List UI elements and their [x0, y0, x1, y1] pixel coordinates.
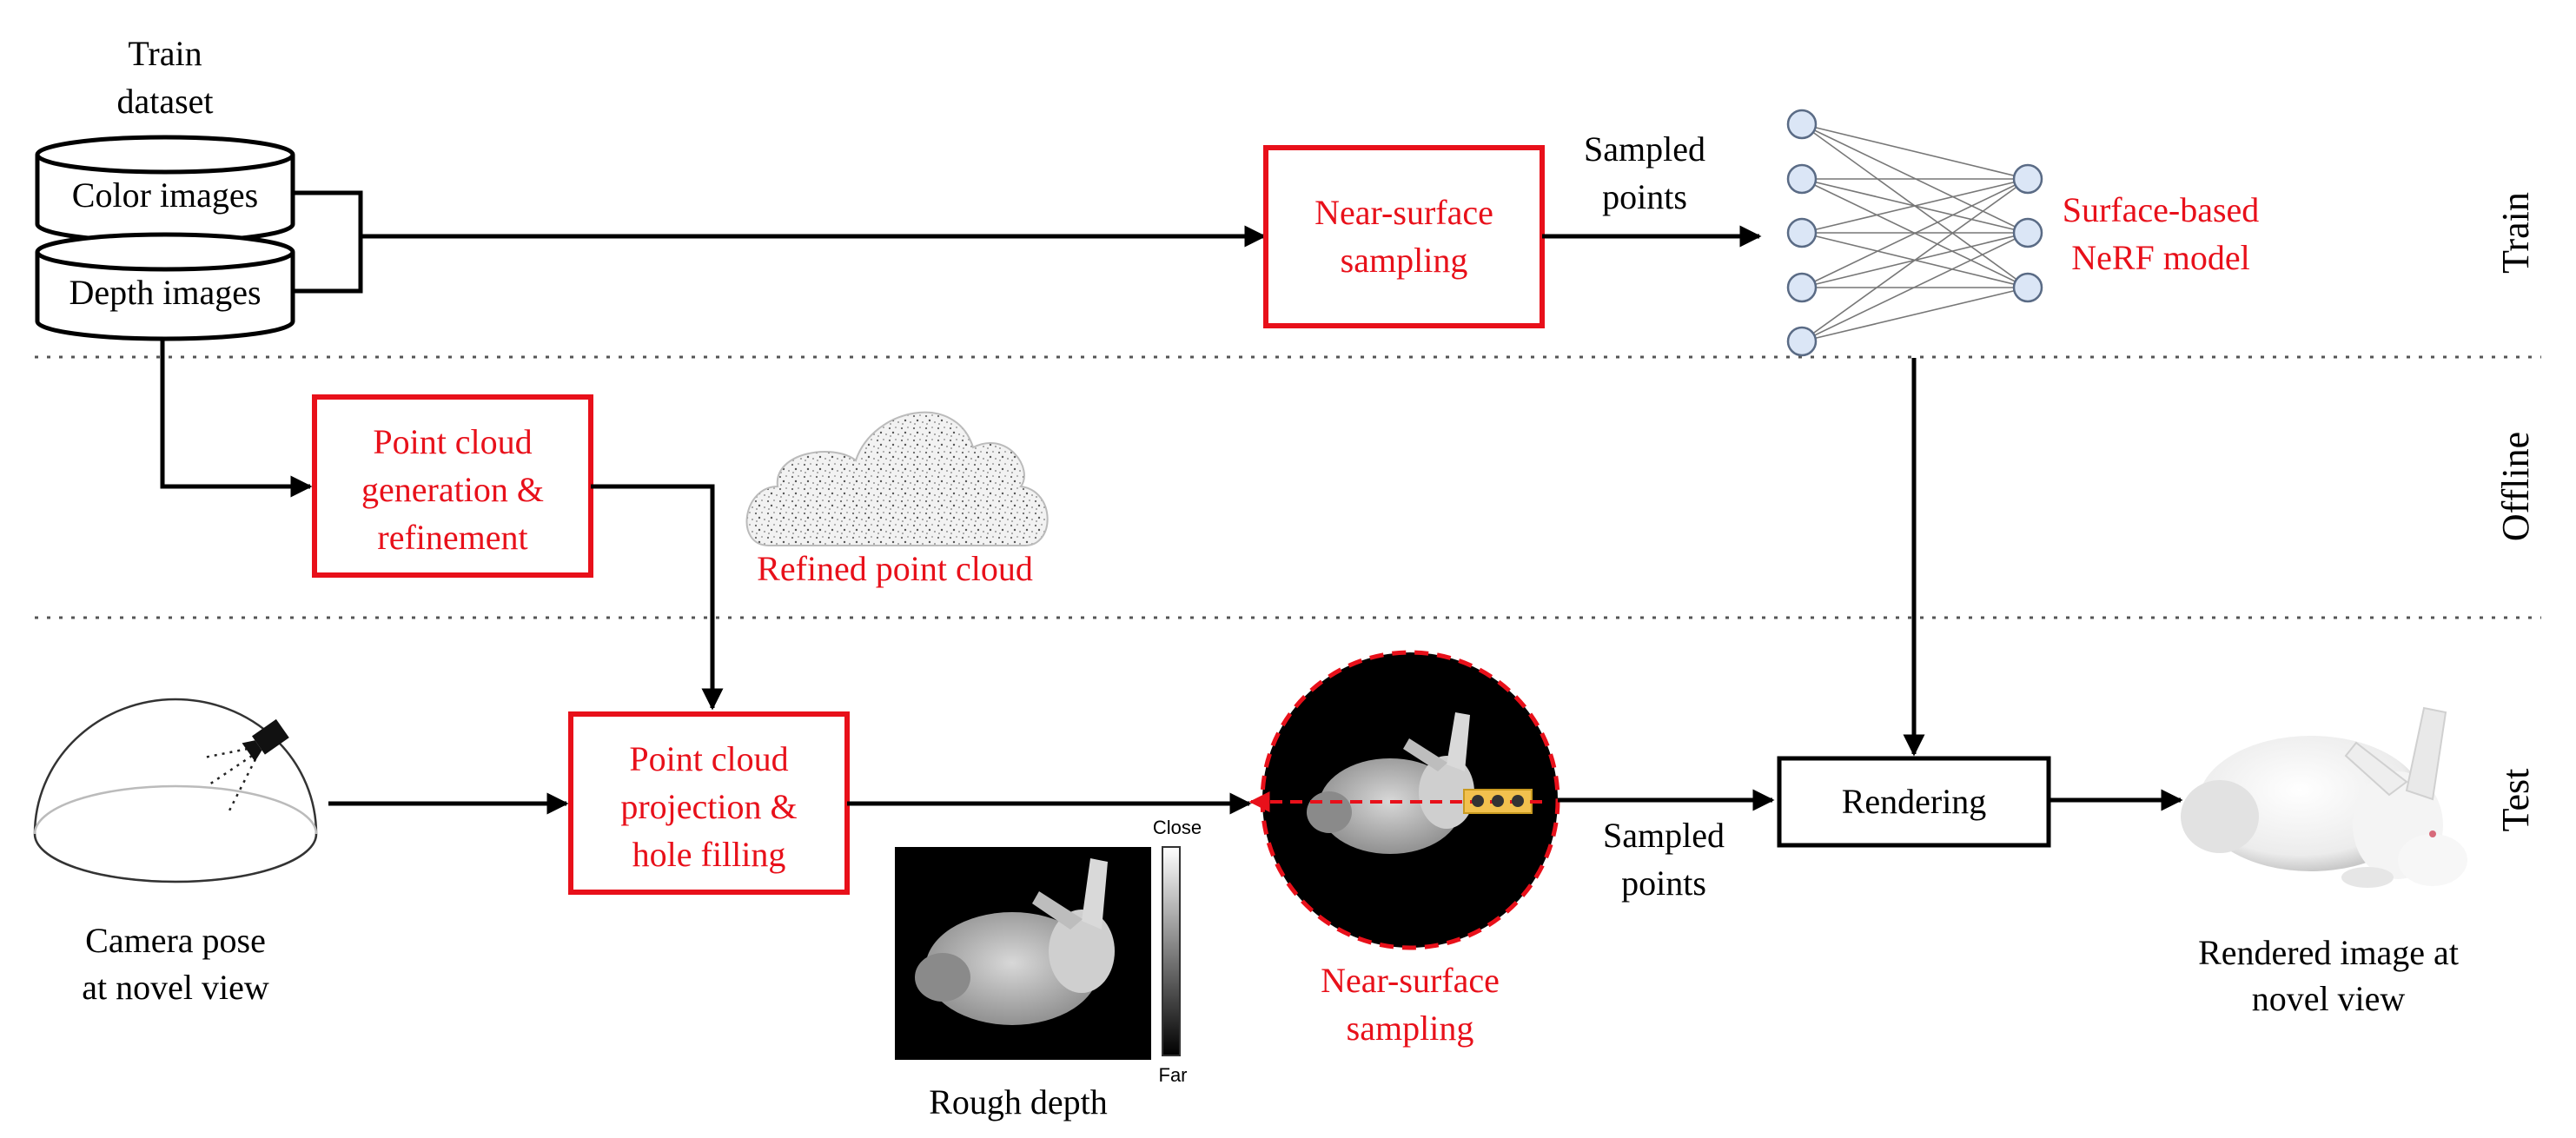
neural-network-icon	[1786, 109, 2043, 357]
nerf-model-line2: NeRF model	[2071, 238, 2250, 277]
test-sampling-line1: Near-surface	[1321, 961, 1500, 1000]
depth-images-database-icon	[35, 232, 295, 341]
arrow-depth-to-pc-generation	[160, 339, 313, 498]
pc-generation-line2: generation &	[361, 470, 544, 509]
refined-point-cloud-icon	[745, 411, 1049, 546]
rendering-box	[1777, 756, 2051, 848]
near-surface-sampling-circle	[1248, 650, 1560, 950]
dataset-bracket	[293, 190, 363, 294]
rendering-label: Rendering	[1842, 782, 1987, 821]
side-label-train: Train	[2494, 192, 2537, 274]
nerf-model-line1: Surface-based	[2063, 190, 2260, 229]
test-sampling-line2: sampling	[1347, 1009, 1474, 1048]
camera-pose-line2: at novel view	[82, 968, 269, 1007]
side-label-offline: Offline	[2494, 432, 2537, 541]
refined-point-cloud-label: Refined point cloud	[757, 549, 1033, 588]
train-sampled-points-line2: points	[1602, 177, 1687, 216]
rendered-image-line1: Rendered image at	[2198, 933, 2459, 972]
test-sampled-points-line1: Sampled	[1603, 816, 1725, 855]
colorbar-far-label: Far	[1159, 1064, 1188, 1086]
color-images-label: Color images	[72, 175, 258, 215]
test-sampled-points-line2: points	[1621, 863, 1706, 903]
pc-generation-line3: refinement	[377, 518, 527, 557]
dataset-title-line1: Train	[128, 34, 202, 73]
pc-projection-line1: Point cloud	[629, 739, 788, 778]
colorbar-close-label: Close	[1153, 817, 1202, 838]
pc-projection-line2: projection &	[620, 787, 797, 826]
train-sampled-points-line1: Sampled	[1584, 129, 1705, 169]
train-near-surface-sampling-box	[1263, 145, 1545, 328]
rendered-image-line2: novel view	[2252, 979, 2406, 1018]
side-label-test: Test	[2494, 769, 2537, 832]
camera-pose-line1: Camera pose	[85, 921, 266, 960]
arrow-pc-to-projection	[591, 484, 724, 711]
pc-projection-line3: hole filling	[632, 835, 786, 874]
train-sampling-line1: Near-surface	[1314, 193, 1493, 232]
camera-pose-dome-icon	[33, 698, 318, 883]
pc-generation-line1: Point cloud	[373, 422, 532, 461]
depth-images-label: Depth images	[69, 273, 261, 312]
rough-depth-label: Rough depth	[929, 1082, 1108, 1121]
rough-depth-image	[895, 847, 1151, 1060]
camera-icon	[242, 718, 289, 762]
color-images-database-icon	[35, 135, 295, 244]
dataset-title-line2: dataset	[116, 82, 213, 121]
pc-projection-box	[568, 711, 850, 895]
rendered-bunny-image	[2181, 706, 2467, 888]
train-sampling-line2: sampling	[1341, 241, 1468, 280]
depth-colorbar	[1162, 846, 1181, 1056]
